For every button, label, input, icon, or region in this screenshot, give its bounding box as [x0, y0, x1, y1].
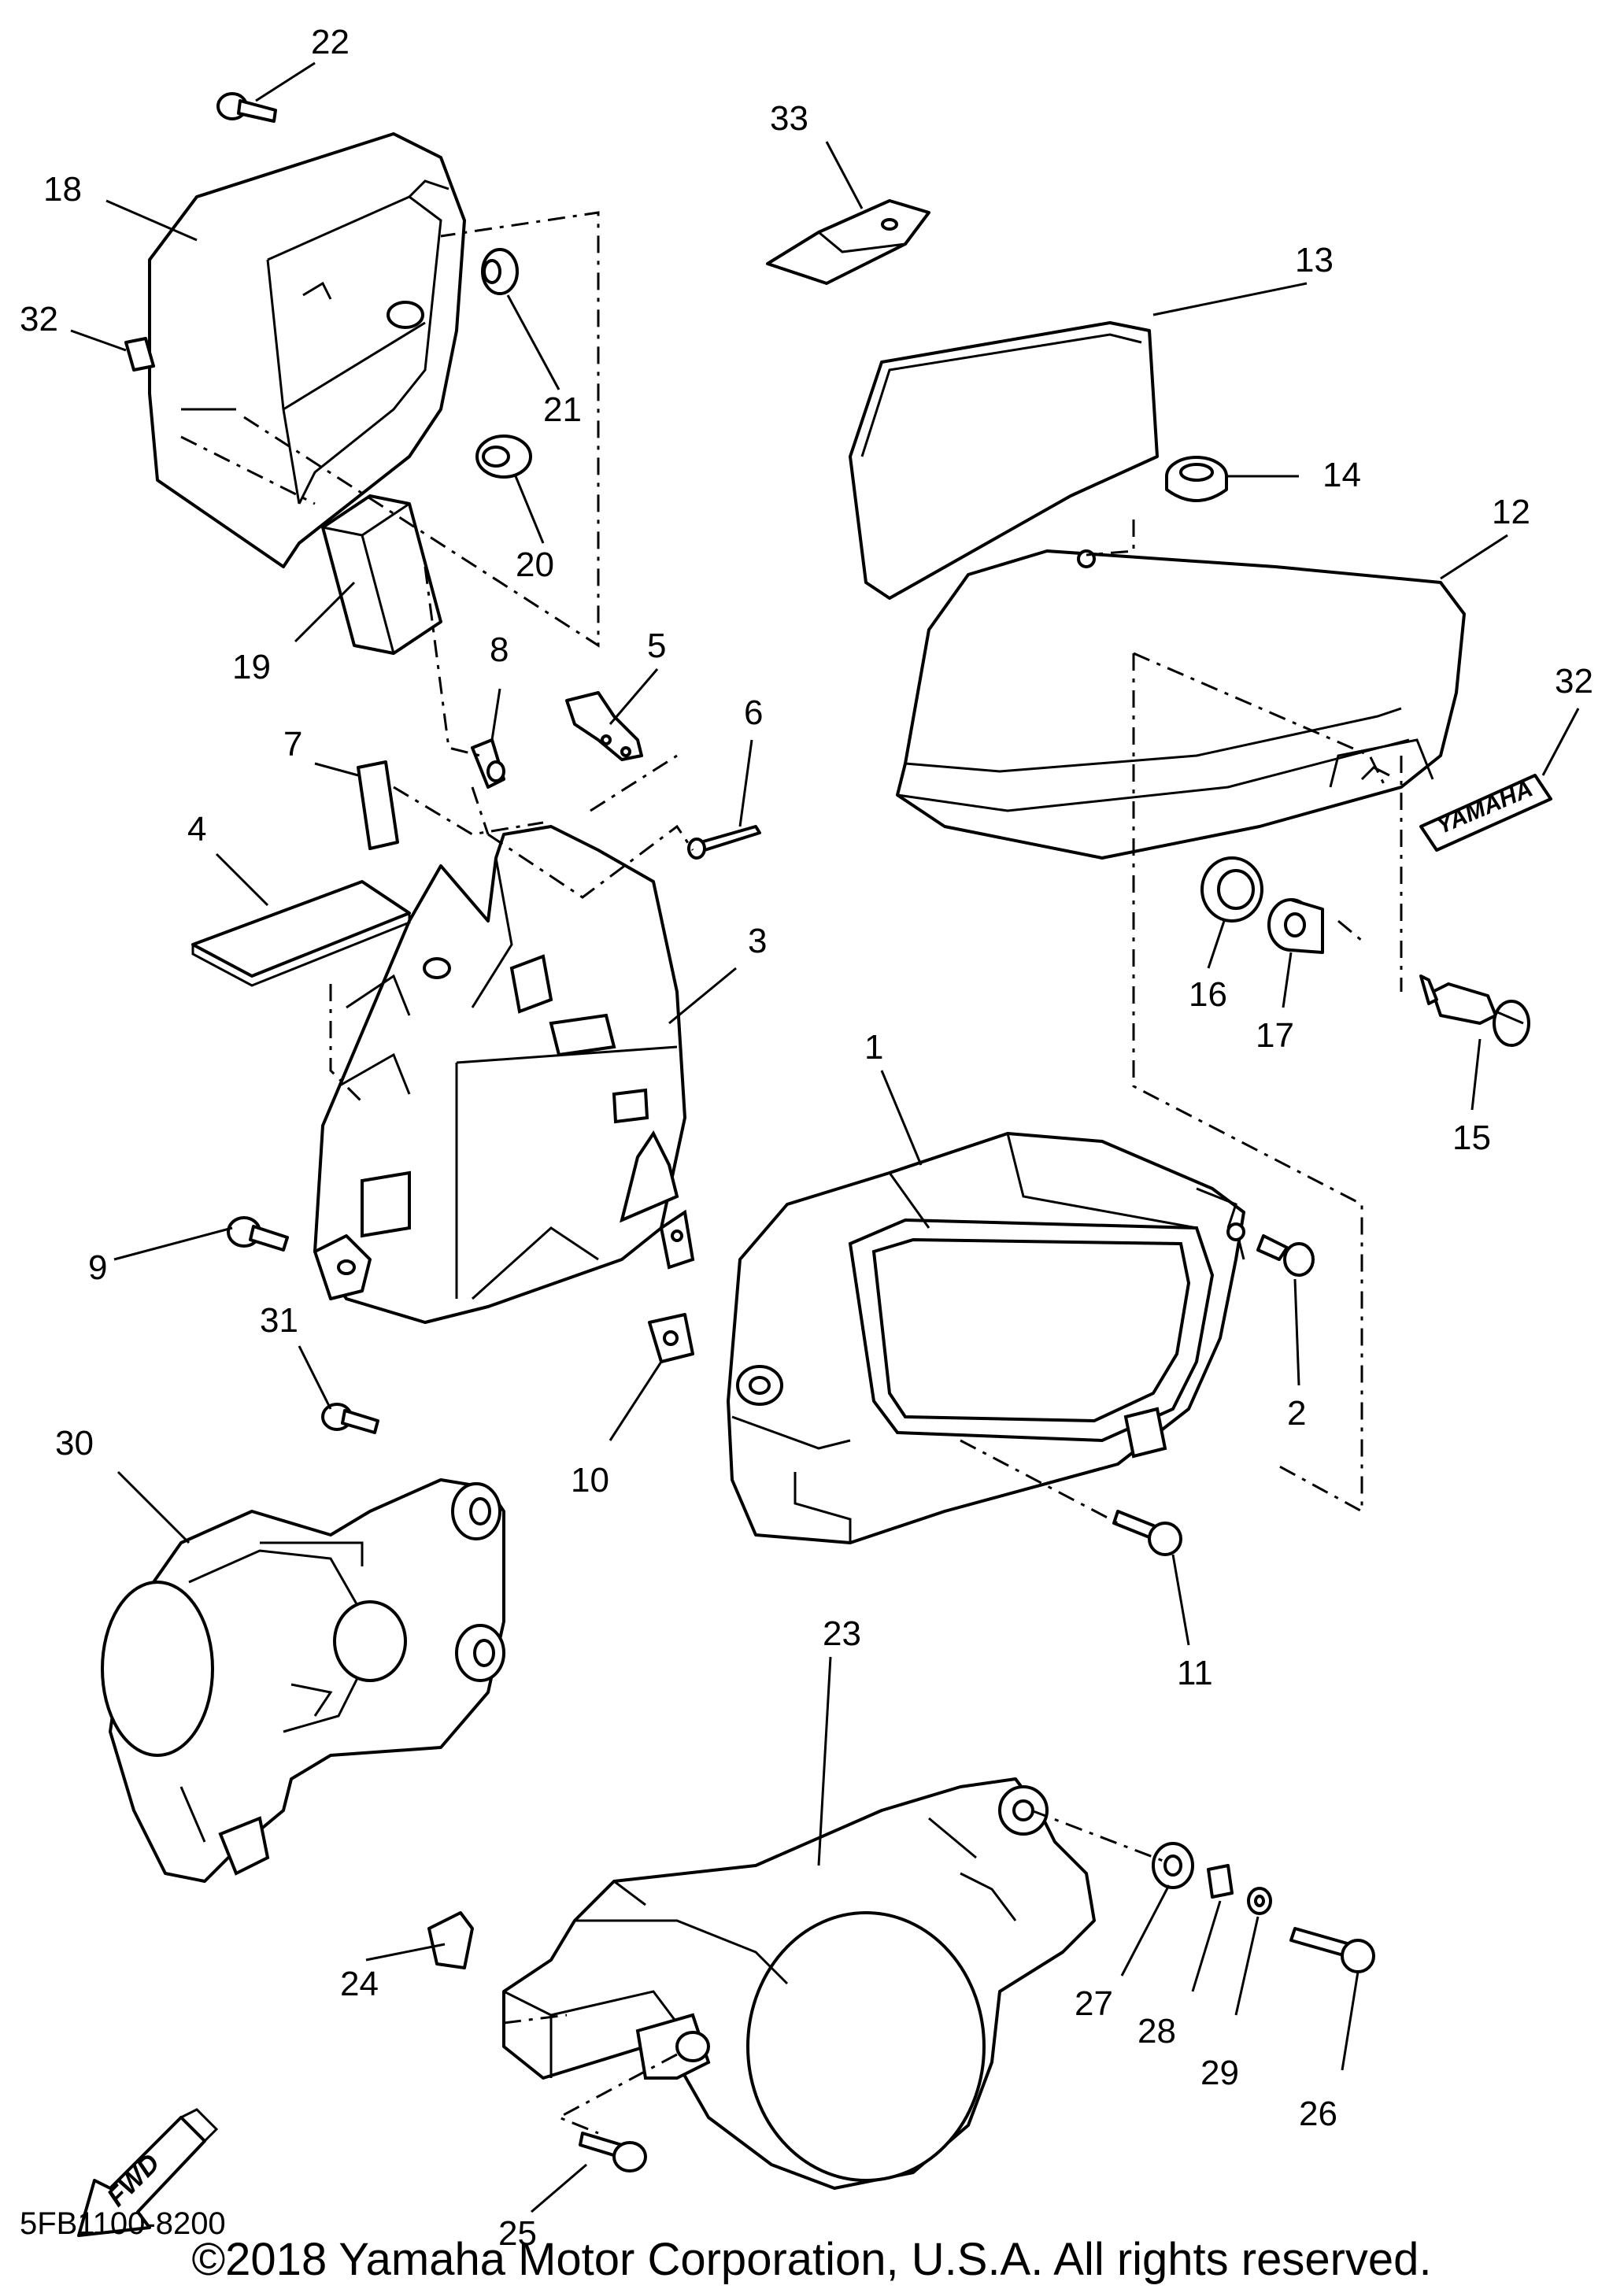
- bolt-9-part: [227, 1216, 289, 1252]
- callout-26: 26: [1299, 2095, 1337, 2133]
- callout-9: 9: [88, 1248, 107, 1287]
- callout-17: 17: [1256, 1016, 1294, 1055]
- callout-32-left: 32: [20, 300, 58, 338]
- clip-10-part: [648, 1313, 694, 1363]
- bracket-33-part: [766, 199, 930, 285]
- callout-8: 8: [490, 630, 509, 669]
- yamaha-decal-part: YAMAHA: [1419, 774, 1552, 852]
- cover-30-part: [101, 1478, 505, 1883]
- bolt-31-part: [321, 1403, 379, 1434]
- screw-22-part: [216, 92, 277, 123]
- bolt-11-part: [1112, 1510, 1182, 1556]
- clip-8-part: [471, 738, 505, 789]
- decal-left-part: [124, 337, 155, 372]
- callout-15: 15: [1452, 1119, 1491, 1157]
- grommet-27-part: [1152, 1842, 1194, 1889]
- callout-23: 23: [823, 1614, 861, 1653]
- pad-7-part: [357, 760, 399, 850]
- bolt-2-part: [1256, 1234, 1315, 1277]
- callout-25: 25: [498, 2214, 537, 2253]
- callout-30: 30: [55, 1424, 94, 1463]
- bracket-3-part: [313, 825, 695, 1324]
- callout-1: 1: [864, 1028, 883, 1067]
- washer-29-part: [1247, 1887, 1272, 1915]
- callout-2: 2: [1287, 1394, 1306, 1433]
- callout-5: 5: [647, 627, 666, 665]
- panel-13-part: [849, 321, 1159, 600]
- pad-19-part: [321, 494, 442, 655]
- callout-22: 22: [311, 23, 350, 61]
- copyright-notice: ©2018 Yamaha Motor Corporation, U.S.A. A…: [191, 2234, 1431, 2285]
- drawing-code: 5FB1100-8200: [20, 2206, 226, 2241]
- callout-6: 6: [744, 693, 763, 732]
- leader-lines: [70, 61, 1580, 2213]
- nut-16-part: [1200, 856, 1263, 923]
- callout-24: 24: [340, 1965, 379, 2003]
- grommet-17-part: [1267, 898, 1324, 954]
- housing-1-part: [727, 1132, 1245, 1544]
- bolt-25-part: [579, 2132, 647, 2173]
- grommet-21-part: [481, 248, 519, 295]
- bracket-5-part: [565, 691, 643, 761]
- cover-23-part: [502, 1777, 1096, 2190]
- collar-28-part: [1207, 1864, 1234, 1899]
- callout-10: 10: [571, 1461, 609, 1499]
- callout-20: 20: [516, 545, 554, 584]
- bolt-26-part: [1289, 1927, 1375, 1973]
- callout-13: 13: [1295, 241, 1334, 279]
- callout-28: 28: [1138, 2012, 1176, 2050]
- callout-4: 4: [187, 810, 206, 849]
- grommet-14-part: [1165, 456, 1228, 502]
- callout-31: 31: [260, 1301, 298, 1340]
- rivet-6-part: [687, 825, 761, 860]
- callout-27: 27: [1075, 1984, 1113, 2023]
- side-cover-right-part: [896, 549, 1466, 860]
- callout-12: 12: [1492, 493, 1530, 531]
- callout-19: 19: [232, 648, 271, 686]
- callout-7: 7: [283, 725, 302, 764]
- callout-3: 3: [748, 922, 767, 960]
- fastener-15-part: [1419, 974, 1530, 1047]
- side-cover-left-part: [148, 132, 466, 568]
- callout-33: 33: [770, 99, 808, 138]
- callout-14: 14: [1323, 456, 1361, 494]
- callout-21: 21: [543, 390, 582, 429]
- callout-18: 18: [43, 170, 82, 209]
- callout-11: 11: [1177, 1654, 1213, 1692]
- callout-numbers: 22 18 32 21 20 19 8 5 6 7 4 3 9 31 30 10…: [20, 23, 1593, 2253]
- callout-32-right: 32: [1555, 662, 1593, 701]
- piece-24-part: [427, 1911, 474, 1969]
- grommet-20-part: [475, 435, 532, 479]
- callout-16: 16: [1189, 975, 1227, 1014]
- assembly-lines: [243, 211, 1403, 2135]
- pad-4-part: [191, 880, 411, 987]
- callout-29: 29: [1200, 2054, 1239, 2092]
